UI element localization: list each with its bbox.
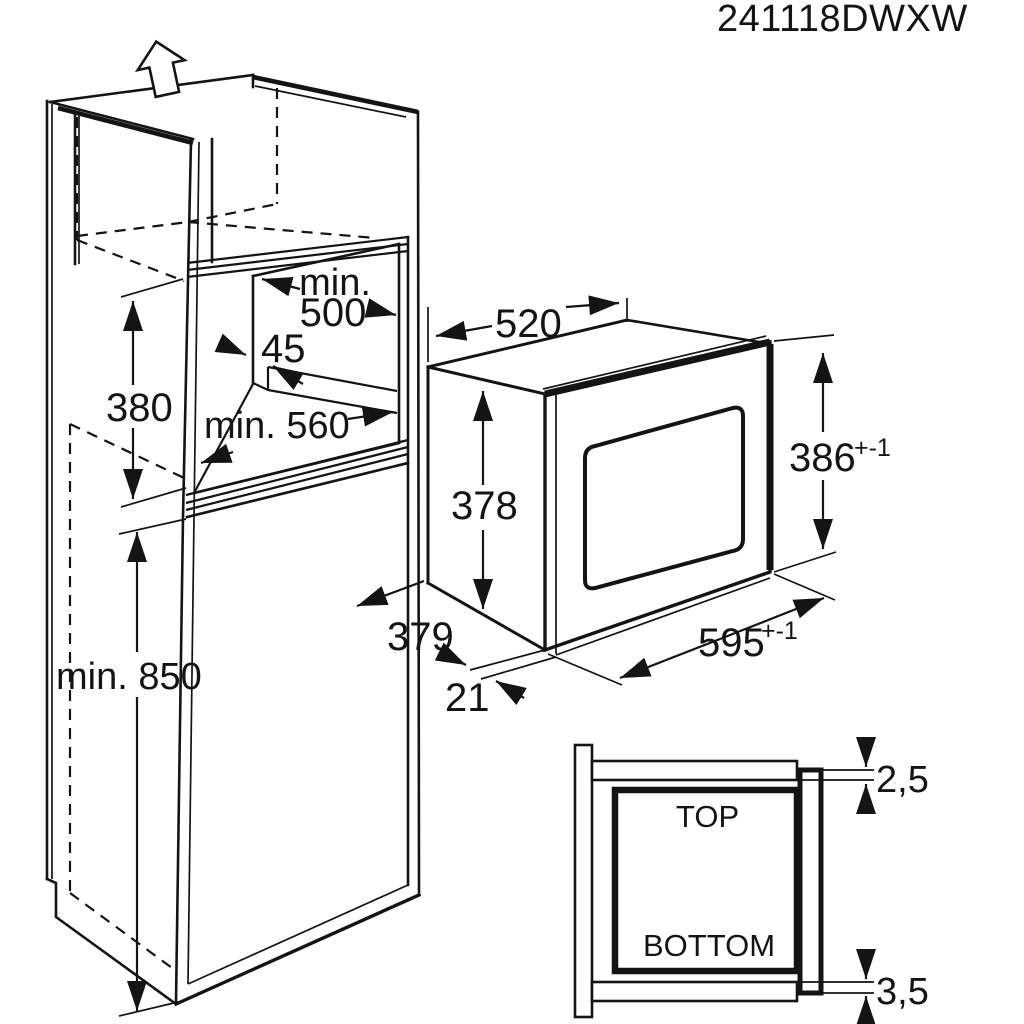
dim-niche-depth: min. 500 (261, 262, 397, 335)
removal-direction-arrow-icon (134, 39, 188, 99)
dim-rear-gap-value: 45 (261, 327, 306, 371)
dim-niche-width-value: min. 560 (204, 405, 350, 447)
dim-worktop-height: min. 850 (56, 518, 202, 1017)
cabinet-top-compartment (48, 73, 419, 264)
trim-detail-drawing: TOP BOTTOM 2,5 3,5 (573, 737, 929, 1024)
dim-front-height-value: 386 (789, 436, 856, 480)
lower-door (185, 438, 410, 519)
dim-niche-depth-value: 500 (300, 291, 367, 335)
oven-drawing (425, 318, 774, 656)
dim-niche-width: min. 560 (200, 405, 394, 465)
detail-top-label: TOP (676, 799, 739, 834)
detail-side-panel (573, 743, 594, 1019)
dim-front-height: 386 +-1 (773, 334, 891, 573)
detail-bottom-shelf (590, 980, 799, 1003)
dim-front-width-value: 595 (698, 621, 765, 665)
oven-left-face (428, 367, 545, 650)
dim-lower-depth-value: 379 (387, 615, 454, 659)
dim-oven-depth: 520 (427, 295, 628, 362)
dim-lower-depth: 379 (356, 579, 454, 659)
dim-niche-height-value: 380 (106, 386, 173, 430)
dim-niche-height: 380 (106, 278, 187, 508)
dim-front-height-tolerance: +-1 (854, 434, 891, 462)
dim-body-height: 378 (451, 391, 518, 609)
dim-front-width: 595 +-1 (547, 573, 836, 686)
dim-door-offset-value: 21 (445, 676, 490, 720)
dim-niche-depth-label: min. (299, 262, 371, 304)
dim-front-width-tolerance: +-1 (761, 617, 798, 645)
dim-bottom-overlap: 3,5 (799, 949, 929, 1024)
model-number-title: 241118DWXW (717, 0, 968, 40)
dim-rear-gap: 45 (214, 327, 306, 391)
dim-worktop-height-value: min. 850 (56, 656, 202, 698)
dim-top-overlap: 2,5 (799, 737, 929, 814)
detail-oven-body (611, 786, 801, 975)
detail-top-shelf (590, 759, 799, 782)
oven-door-window (583, 405, 745, 591)
dimension-annotations: min. 500 45 380 min. 560 (56, 262, 891, 1017)
dim-door-offset: 21 (434, 642, 557, 720)
cabinet-drawing (45, 39, 422, 1007)
detail-bottom-label: BOTTOM (643, 928, 775, 963)
dim-body-height-value: 378 (451, 484, 518, 528)
cabinet-hidden-edges (68, 88, 376, 969)
dim-oven-depth-value: 520 (495, 302, 562, 346)
cabinet-carcass (45, 99, 422, 1007)
dim-top-overlap-value: 2,5 (876, 759, 929, 801)
oven-top-face (428, 320, 765, 394)
dim-bottom-overlap-value: 3,5 (876, 971, 929, 1013)
oven-door (542, 335, 774, 656)
shelf-above-niche (186, 235, 409, 279)
detail-front-frame (797, 767, 824, 996)
